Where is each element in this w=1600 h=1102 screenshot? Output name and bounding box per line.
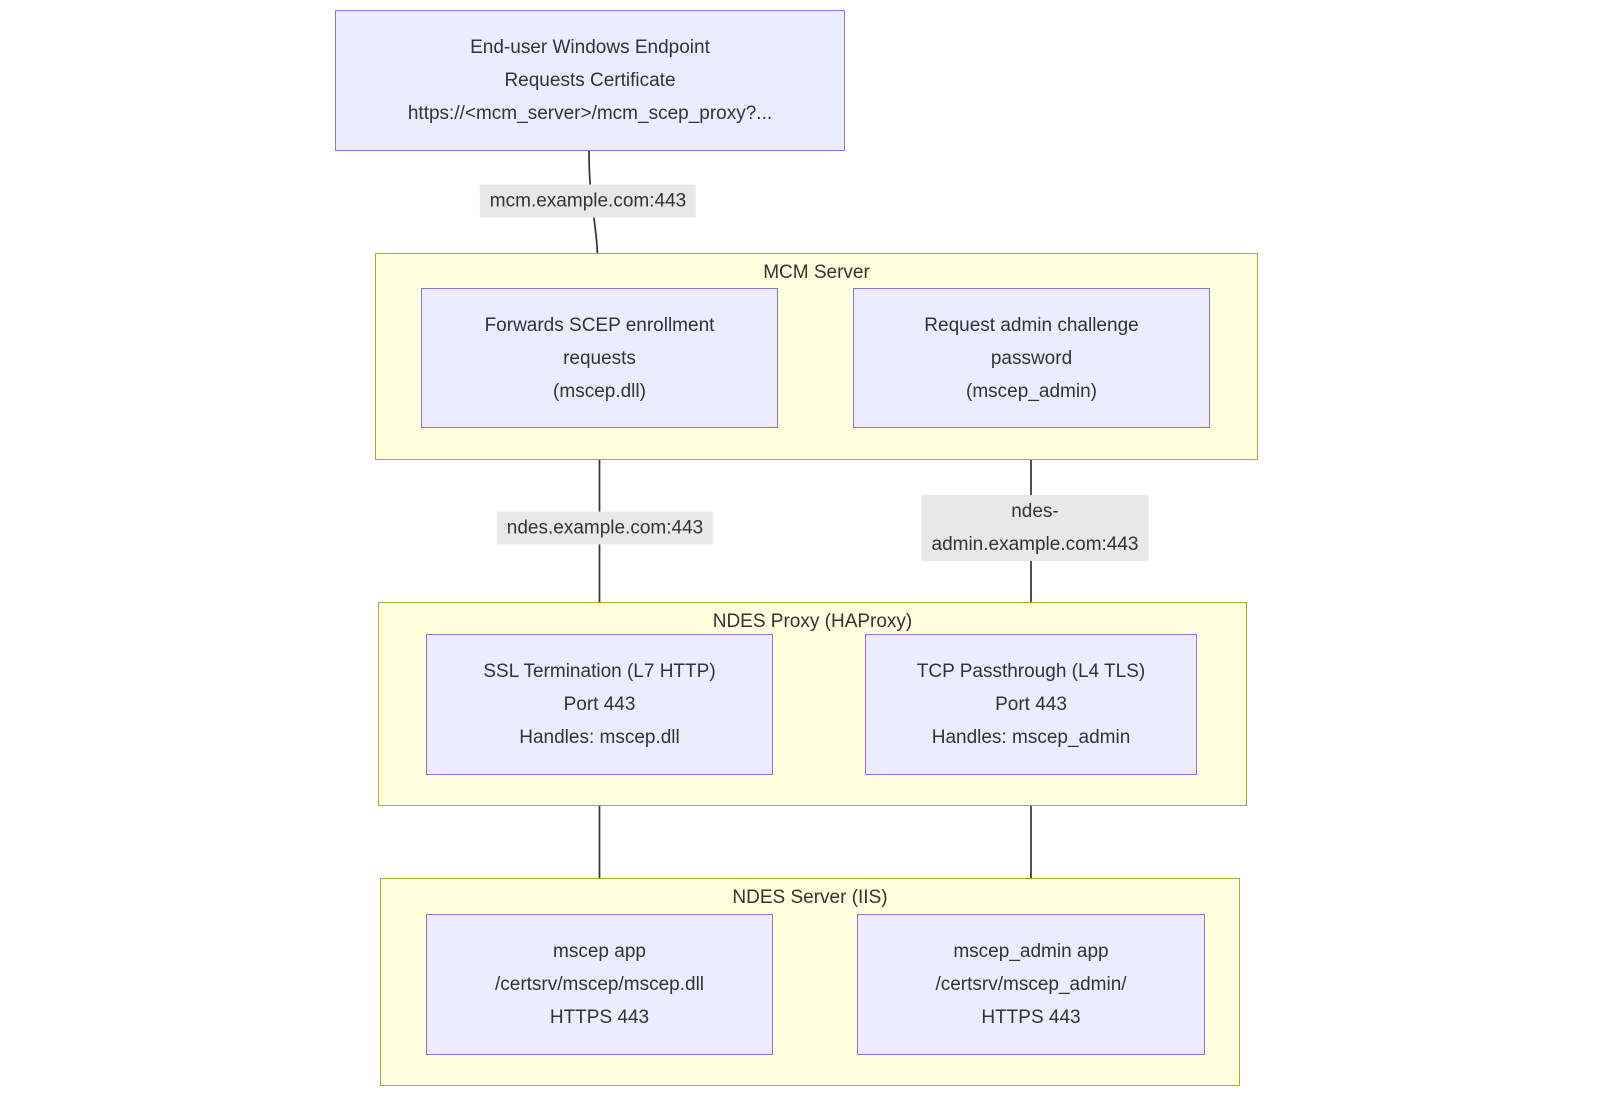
node-tcp-line1: TCP Passthrough (L4 TLS) <box>916 661 1146 682</box>
node-ssl-line2: Port 443 <box>563 694 636 715</box>
cluster-mcm-server-title: MCM Server <box>763 262 870 283</box>
node-mscep-line1: mscep app <box>553 941 646 962</box>
node-forwards-scep: Forwards SCEP enrollment requests (mscep… <box>421 288 778 428</box>
node-mscep-line3: HTTPS 443 <box>549 1007 650 1028</box>
node-mscep-admin-line3: HTTPS 443 <box>981 1007 1081 1028</box>
edge-label-ndes-admin-line2: admin.example.com:443 <box>931 534 1139 555</box>
node-endpoint-line1: End-user Windows Endpoint <box>470 37 710 58</box>
cluster-ndes-proxy-title: NDES Proxy (HAProxy) <box>712 611 913 632</box>
node-ssl-termination: SSL Termination (L7 HTTP) Port 443 Handl… <box>426 634 773 775</box>
edge-label-ndes: ndes.example.com:443 <box>496 511 714 545</box>
node-ssl-line3: Handles: mscep.dll <box>519 727 680 748</box>
node-mscep-admin-line1: mscep_admin app <box>953 941 1109 962</box>
node-endpoint-line3: https://<mcm_server>/mcm_scep_proxy?... <box>407 103 773 124</box>
node-forwards-line3: (mscep.dll) <box>553 380 646 402</box>
node-endpoint-line2: Requests Certificate <box>504 70 676 91</box>
edge-label-ndes-admin: ndes- admin.example.com:443 <box>921 495 1149 561</box>
edge-label-ndes-text: ndes.example.com:443 <box>506 517 704 539</box>
node-tcp-passthrough: TCP Passthrough (L4 TLS) Port 443 Handle… <box>865 634 1197 775</box>
node-forwards-line1: Forwards SCEP enrollment <box>484 314 715 336</box>
edge-label-mcm: mcm.example.com:443 <box>479 184 697 218</box>
cluster-ndes-server-title: NDES Server (IIS) <box>732 887 888 908</box>
node-mscep-admin-app: mscep_admin app /certsrv/mscep_admin/ HT… <box>857 914 1205 1055</box>
node-tcp-line3: Handles: mscep_admin <box>931 727 1131 748</box>
edge-label-mcm-text: mcm.example.com:443 <box>489 190 687 212</box>
node-request-admin: Request admin challenge password (mscep_… <box>853 288 1210 428</box>
node-request-admin-line2: password <box>990 347 1073 369</box>
node-mscep-line2: /certsrv/mscep/mscep.dll <box>494 974 705 995</box>
edge-label-ndes-admin-line1: ndes- <box>1011 501 1059 522</box>
node-ssl-line1: SSL Termination (L7 HTTP) <box>483 661 716 682</box>
node-mscep-admin-line2: /certsrv/mscep_admin/ <box>935 974 1127 995</box>
node-request-admin-line1: Request admin challenge <box>924 314 1139 336</box>
node-request-admin-line3: (mscep_admin) <box>966 380 1097 402</box>
node-tcp-line2: Port 443 <box>995 694 1067 715</box>
node-forwards-line2: requests <box>563 347 636 369</box>
node-mscep-app: mscep app /certsrv/mscep/mscep.dll HTTPS… <box>426 914 773 1055</box>
node-endpoint: End-user Windows Endpoint Requests Certi… <box>335 10 845 151</box>
